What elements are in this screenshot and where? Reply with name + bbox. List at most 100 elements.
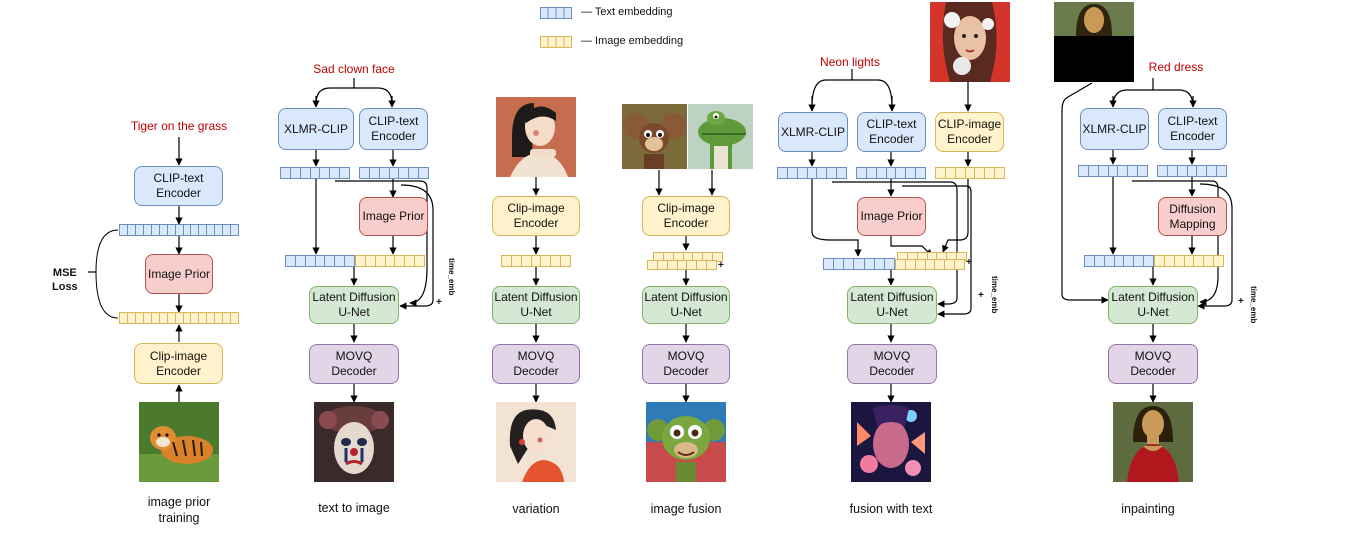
clip-text-encoder-box: CLIP-text Encoder bbox=[857, 112, 926, 152]
embedding-cell bbox=[824, 259, 835, 269]
embedding-cell bbox=[1128, 166, 1139, 176]
time-emb-label: time_emb bbox=[990, 276, 999, 314]
embedding-cell bbox=[128, 225, 136, 235]
embedding-cell bbox=[916, 168, 925, 178]
embedding-cell bbox=[223, 225, 232, 235]
embedding-cell bbox=[1217, 166, 1226, 176]
embedding-cell bbox=[415, 256, 424, 266]
embedding-cell bbox=[320, 168, 331, 178]
embedding-cell bbox=[995, 168, 1004, 178]
embedding-cell bbox=[120, 313, 128, 323]
image-embedding-legend-label: — Image embedding bbox=[581, 35, 684, 47]
embedding-cell bbox=[325, 256, 336, 266]
neon-portrait-image bbox=[851, 402, 931, 482]
embedding-cell bbox=[1207, 166, 1218, 176]
embedding-cell bbox=[522, 256, 532, 266]
text-embedding-legend-swatch bbox=[540, 7, 572, 19]
unet-box: Latent Diffusion U-Net bbox=[1108, 286, 1198, 324]
clip-text-embedding bbox=[856, 167, 926, 179]
embedding-cell bbox=[1134, 256, 1145, 266]
embedding-cell bbox=[896, 168, 907, 178]
embedding-cell bbox=[330, 168, 341, 178]
embedding-cell bbox=[502, 256, 512, 266]
prompt-text: Neon lights bbox=[819, 55, 881, 69]
embedding-cell bbox=[207, 225, 216, 235]
embedding-cell bbox=[916, 260, 926, 269]
unet-box: Latent Diffusion U-Net bbox=[642, 286, 730, 324]
embedding-cell bbox=[395, 256, 406, 266]
movq-decoder-box: MOVQ Decoder bbox=[492, 344, 580, 384]
embedding-cell bbox=[966, 168, 976, 178]
embedding-cell bbox=[128, 313, 136, 323]
embedding-cell bbox=[947, 253, 958, 260]
plus-sign: + bbox=[436, 297, 442, 308]
masked-mona-lisa-image bbox=[1054, 2, 1134, 82]
embedding-cell bbox=[956, 168, 966, 178]
time-emb-label: time_emb bbox=[1249, 286, 1258, 324]
prompt-text: Red dress bbox=[1148, 60, 1204, 74]
embedding-cell bbox=[1185, 256, 1195, 266]
embedding-cell bbox=[160, 225, 168, 235]
embedding-cell bbox=[1158, 166, 1168, 176]
embedding-cell bbox=[935, 260, 946, 269]
clip-image-encoder-box: CLIP-image Encoder bbox=[935, 112, 1004, 152]
embedding-cell bbox=[1155, 256, 1165, 266]
clip-text-encoder-box: CLIP-text Encoder bbox=[1158, 108, 1227, 150]
embedding-cell bbox=[854, 259, 865, 269]
diffusion-mapping-box: Diffusion Mapping bbox=[1158, 197, 1227, 236]
embedding-cell bbox=[160, 313, 168, 323]
embedding-cell bbox=[664, 253, 674, 261]
movq-decoder-box: MOVQ Decoder bbox=[642, 344, 730, 384]
embedding-cell bbox=[1089, 166, 1099, 176]
panel-caption: fusion with text bbox=[849, 502, 933, 516]
xlmr-clip-box: XLMR-CLIP bbox=[778, 112, 848, 152]
plus-sign: + bbox=[1238, 296, 1244, 307]
text-embedding-legend-label: — Text embedding bbox=[581, 6, 673, 18]
tiger-image bbox=[139, 402, 219, 482]
unet-box: Latent Diffusion U-Net bbox=[309, 286, 399, 324]
concatenated-image-embedding bbox=[1154, 255, 1224, 267]
embedding-cell bbox=[386, 256, 396, 266]
embedding-cell bbox=[340, 168, 349, 178]
embedding-cell bbox=[184, 313, 192, 323]
embedding-cell bbox=[788, 168, 798, 178]
embedding-cell bbox=[191, 225, 200, 235]
embedding-cell bbox=[168, 313, 176, 323]
embedding-cell bbox=[1194, 256, 1205, 266]
red-dress-mona-lisa-image bbox=[1113, 402, 1193, 482]
image-prior-box: Image Prior bbox=[857, 197, 926, 236]
embedding-cell bbox=[678, 261, 688, 269]
embedding-cell bbox=[936, 168, 946, 178]
image-embedding bbox=[119, 312, 239, 324]
embedding-cell bbox=[231, 313, 238, 323]
embedding-cell bbox=[918, 253, 928, 260]
embedding-cell bbox=[1144, 256, 1153, 266]
embedding-cell bbox=[360, 168, 370, 178]
embedding-cell bbox=[120, 225, 128, 235]
embedding-cell bbox=[419, 168, 428, 178]
mse-loss-label: MSE Loss bbox=[52, 267, 78, 293]
embedding-cell bbox=[658, 261, 668, 269]
crocodile-image bbox=[688, 104, 753, 169]
embedding-cell bbox=[1178, 166, 1188, 176]
embedding-cell bbox=[215, 313, 224, 323]
embedding-cell bbox=[306, 256, 316, 266]
embedding-cell bbox=[975, 168, 986, 178]
embedding-cell bbox=[707, 261, 716, 269]
embedding-cell bbox=[857, 168, 867, 178]
panel-caption: image prior training bbox=[147, 495, 211, 525]
embedding-cell bbox=[390, 168, 400, 178]
clip-text-embedding bbox=[359, 167, 429, 179]
prompt-text: Tiger on the grass bbox=[130, 119, 228, 133]
embedding-cell bbox=[687, 261, 698, 269]
embedding-cell bbox=[1079, 166, 1089, 176]
embedding-cell bbox=[654, 253, 664, 261]
xlmr-clip-box: XLMR-CLIP bbox=[1080, 108, 1149, 150]
embedding-cell bbox=[184, 225, 192, 235]
movq-decoder-box: MOVQ Decoder bbox=[1108, 344, 1198, 384]
embedding-cell bbox=[207, 313, 216, 323]
plus-sign: + bbox=[718, 260, 724, 271]
clip-text-embedding bbox=[1157, 165, 1227, 177]
embedding-cell bbox=[697, 261, 708, 269]
